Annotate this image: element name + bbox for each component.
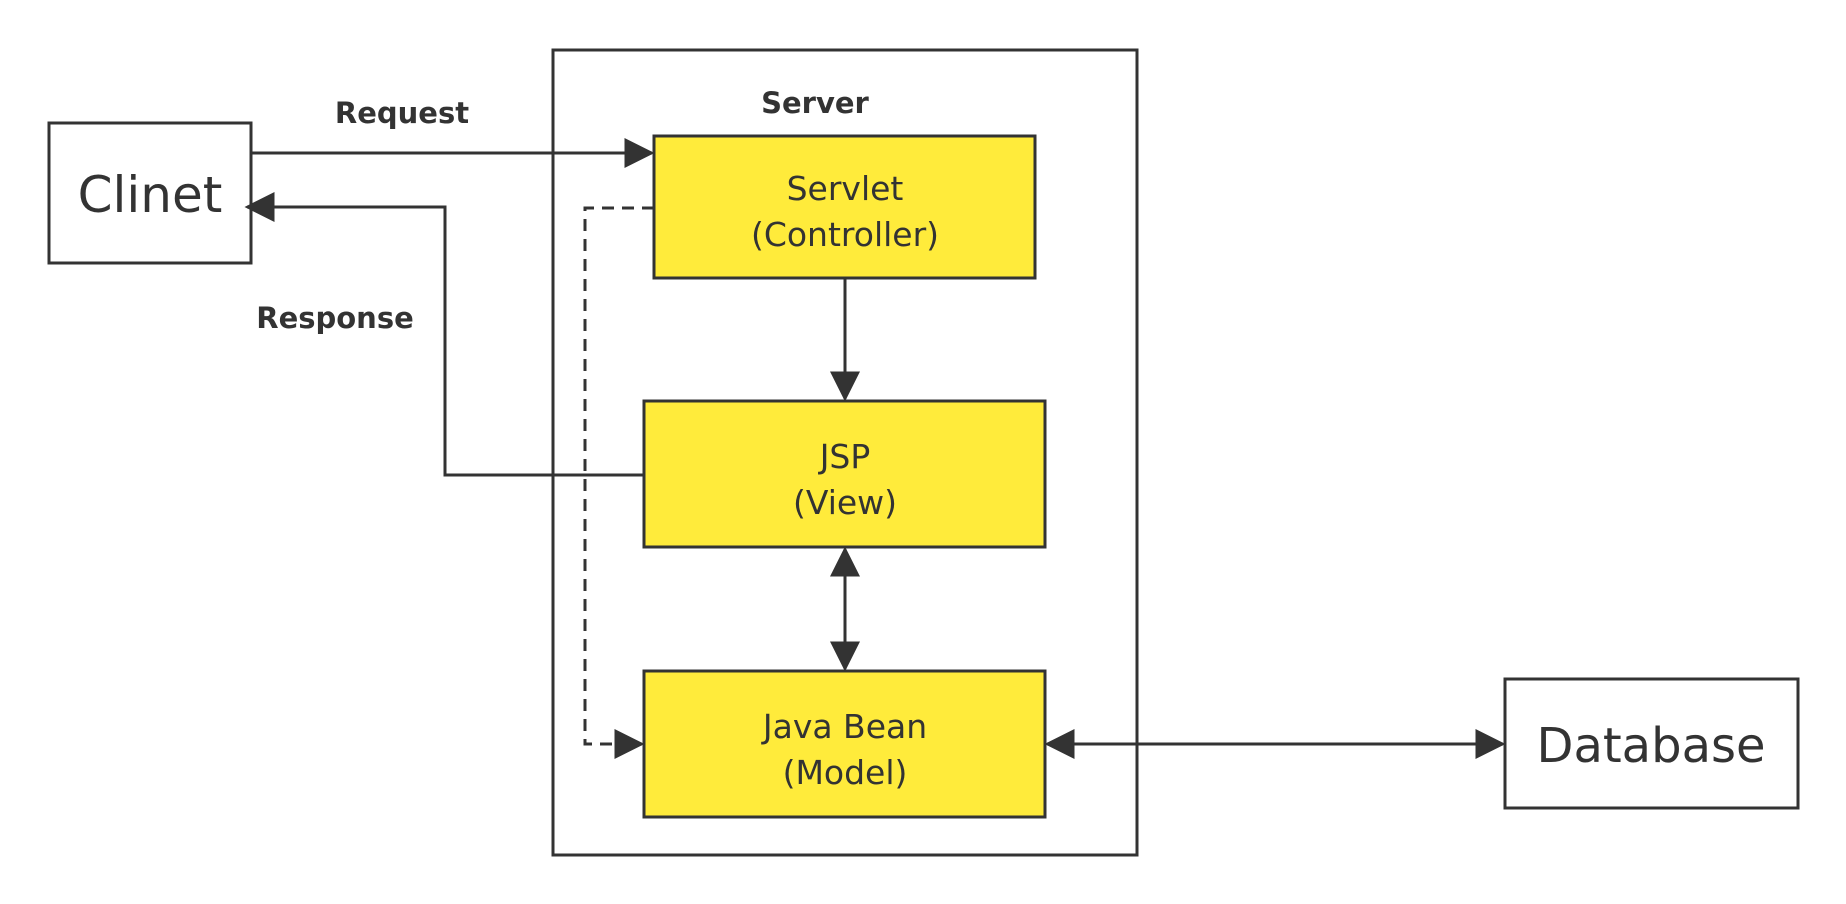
response-arrow (244, 192, 644, 477)
client-label: Clinet (78, 166, 223, 224)
java-bean-title: Java Bean (761, 707, 927, 746)
server-title: Server (761, 86, 869, 120)
java-bean-subtitle: (Model) (783, 753, 908, 792)
response-label: Response (256, 301, 414, 335)
database-label: Database (1536, 718, 1765, 774)
server-container (551, 48, 1139, 857)
jsp-title: JSP (818, 437, 871, 476)
servlet-subtitle: (Controller) (751, 215, 939, 254)
request-label: Request (335, 96, 469, 130)
servlet-title: Servlet (787, 169, 904, 208)
servlet-box (652, 134, 1037, 280)
client-box (47, 121, 253, 265)
java-bean-box (642, 669, 1047, 819)
jsp-subtitle: (View) (793, 483, 897, 522)
database-box (1503, 677, 1800, 810)
